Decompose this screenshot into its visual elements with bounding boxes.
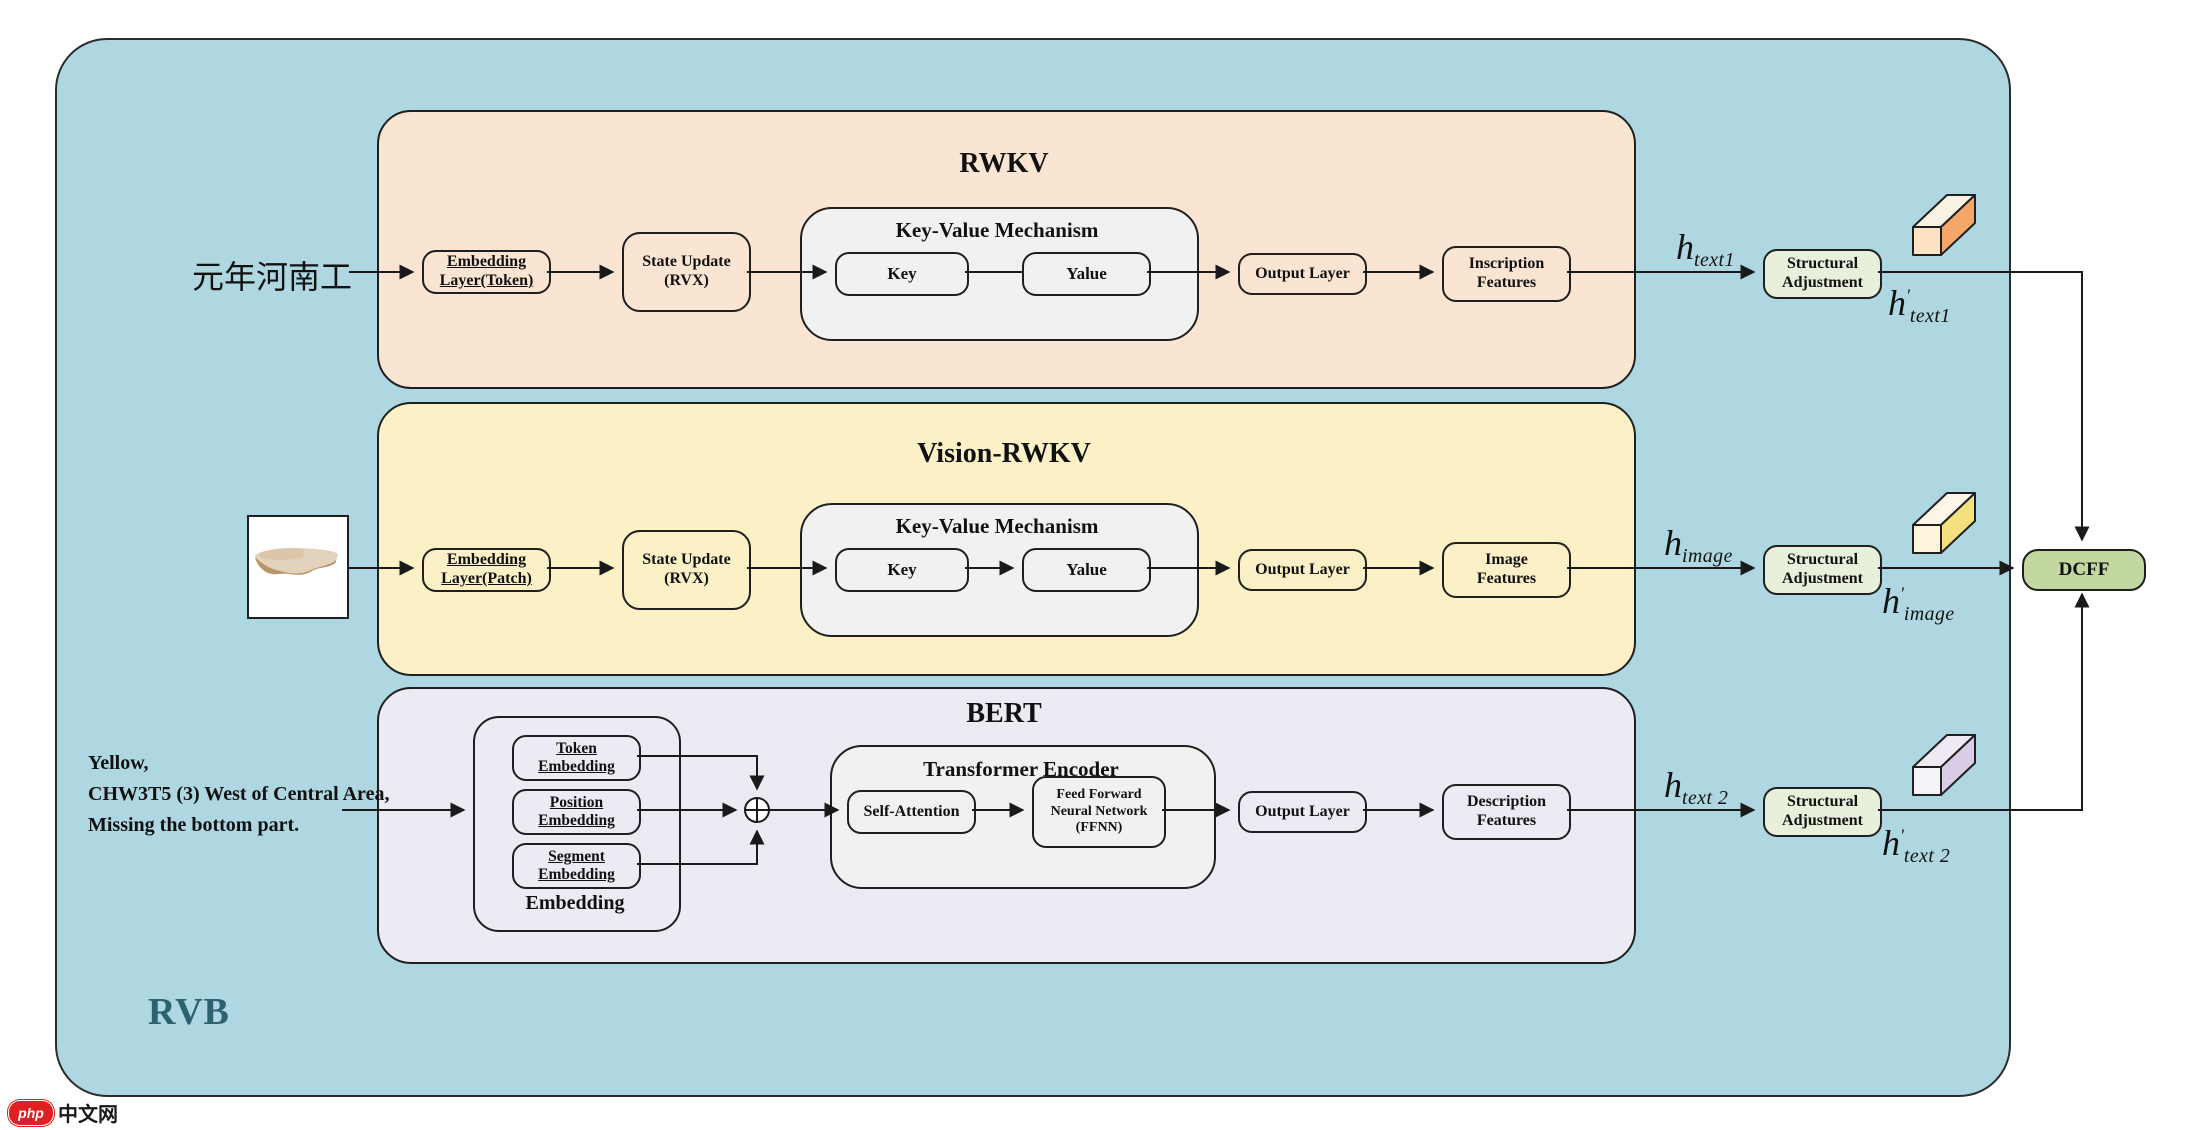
- php-logo-icon: php: [8, 1099, 54, 1126]
- vision-state-update-box: State Update (RVX): [622, 530, 751, 610]
- bert-ffnn-box: Feed Forward Neural Network (FFNN): [1032, 776, 1166, 848]
- bert-segment-embedding-box: Segment Embedding: [512, 843, 641, 889]
- rwkv-kv-mechanism-title: Key-Value Mechanism: [895, 218, 1099, 242]
- image-feature-cuboid-icon: [1910, 490, 1978, 561]
- bert-position-embedding-box: Position Embedding: [512, 789, 641, 835]
- rwkv-inscription-features-box: Inscription Features: [1442, 246, 1571, 302]
- bert-description-features-box: Description Features: [1442, 784, 1571, 840]
- vision-rwkv-title: Vision-RWKV: [917, 438, 1091, 469]
- vision-output-layer-box: Output Layer: [1238, 549, 1367, 591]
- watermark-site-text: 中文网: [58, 1104, 118, 1126]
- bert-embedding-group-label: Embedding: [525, 892, 625, 914]
- bert-token-embedding-box: Token Embedding: [512, 735, 641, 781]
- h-text2-out-label: h'text 2: [1882, 823, 1951, 867]
- vision-kv-mechanism-title: Key-Value Mechanism: [895, 514, 1099, 538]
- vision-key-box: Key: [835, 548, 969, 592]
- h-image-label: himage: [1664, 523, 1733, 567]
- rwkv-input-text: 元年河南工: [192, 259, 353, 295]
- vision-structural-adjustment-box: Structural Adjustment: [1763, 545, 1882, 595]
- bert-title: BERT: [966, 698, 1042, 729]
- rwkv-output-layer-box: Output Layer: [1238, 253, 1367, 295]
- rwkv-embedding-layer-box: Embedding Layer(Token): [422, 250, 551, 294]
- h-text2-label: htext 2: [1664, 765, 1729, 809]
- bert-input-text: Yellow, CHW3T5 (3) West of Central Area,…: [88, 752, 390, 836]
- bert-transformer-encoder-title: Transformer Encoder: [923, 757, 1119, 781]
- rwkv-key-box: Key: [835, 252, 969, 296]
- bert-output-layer-box: Output Layer: [1238, 791, 1367, 833]
- watermark: php 中文网: [8, 1098, 118, 1127]
- h-image-out-label: h'image: [1882, 581, 1955, 625]
- h-text1-out-label: h'text1: [1888, 283, 1951, 327]
- dcff-box: DCFF: [2022, 549, 2146, 591]
- rvb-label: RVB: [148, 991, 230, 1033]
- rwkv-title: RWKV: [959, 148, 1049, 179]
- text2-feature-cuboid-icon: [1910, 732, 1978, 803]
- text1-feature-cuboid-icon: [1910, 192, 1978, 263]
- rwkv-value-box: Yalue: [1022, 252, 1151, 296]
- vision-input-image: [247, 515, 349, 619]
- vision-embedding-layer-box: Embedding Layer(Patch): [422, 548, 551, 592]
- h-text1-label: htext1: [1676, 227, 1735, 271]
- rwkv-structural-adjustment-box: Structural Adjustment: [1763, 249, 1882, 299]
- vision-image-features-box: Image Features: [1442, 542, 1571, 598]
- vision-value-box: Yalue: [1022, 548, 1151, 592]
- bert-self-attention-box: Self-Attention: [847, 790, 976, 834]
- bert-structural-adjustment-box: Structural Adjustment: [1763, 787, 1882, 837]
- rwkv-state-update-box: State Update (RVX): [622, 232, 751, 312]
